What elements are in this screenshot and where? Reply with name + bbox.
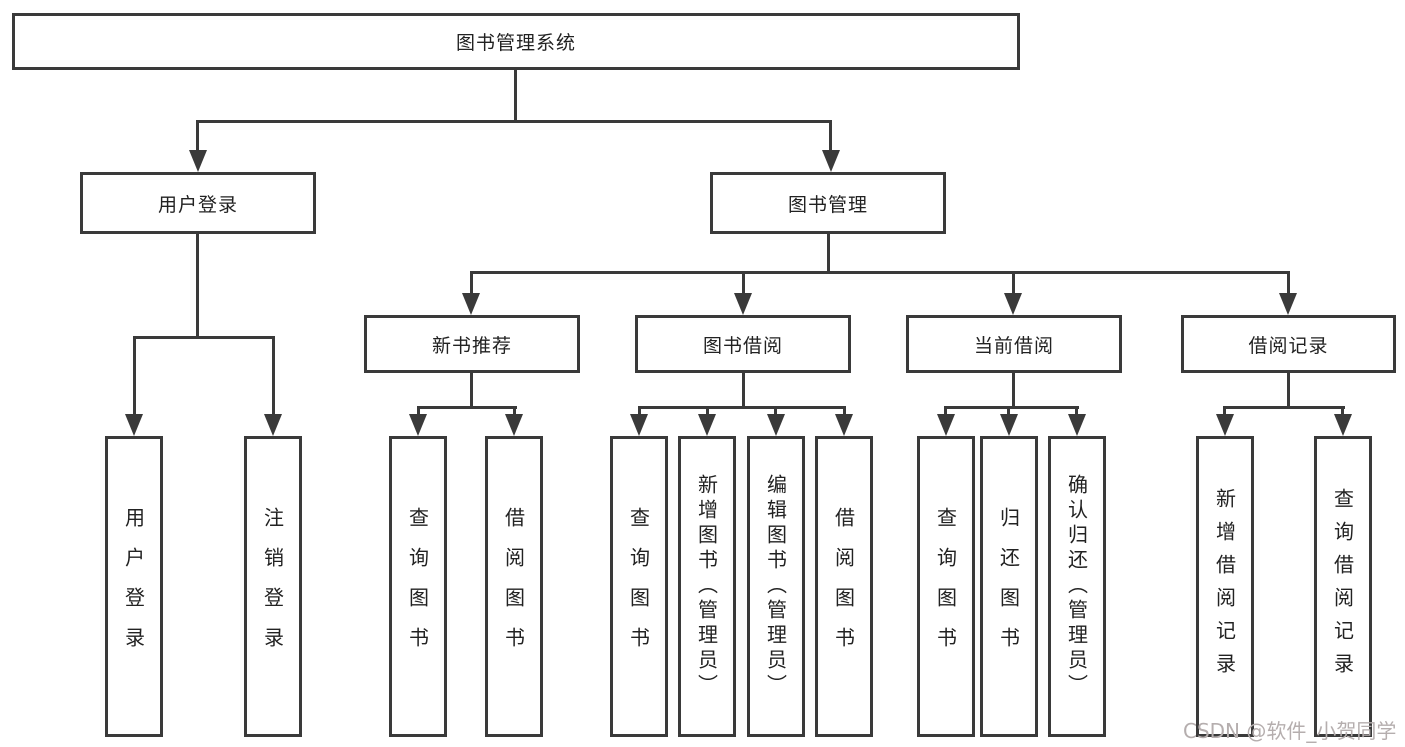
- connector-line: [742, 373, 745, 408]
- watermark: CSDN @软件_小贺同学: [1183, 719, 1397, 743]
- connector-line: [470, 271, 1290, 274]
- node-label: 用户登录: [157, 193, 238, 216]
- node-book-management: 图书管理: [710, 172, 946, 234]
- leaf-logout: 注销登录: [244, 436, 302, 737]
- leaf-query-books-3: 查询图书: [917, 436, 975, 737]
- connector-line: [827, 234, 830, 274]
- node-label: 编辑图书（管理员）: [763, 474, 788, 699]
- node-label: 注销登录: [260, 506, 285, 667]
- leaf-borrow-books-1: 借阅图书: [485, 436, 543, 737]
- connector-line: [1287, 271, 1290, 295]
- connector-line: [417, 406, 517, 409]
- connector-line: [417, 406, 420, 416]
- leaf-add-borrow-record: 新增借阅记录: [1196, 436, 1254, 737]
- connector-line: [774, 406, 777, 416]
- node-new-book-recommendation: 新书推荐: [364, 315, 580, 373]
- node-borrowing-records: 借阅记录: [1181, 315, 1396, 373]
- connector-line: [196, 234, 199, 339]
- arrowhead-down-icon: [767, 414, 785, 436]
- leaf-query-borrow-record: 查询借阅记录: [1314, 436, 1372, 737]
- connector-line: [470, 271, 473, 295]
- arrowhead-down-icon: [1004, 293, 1022, 315]
- node-label: 查询借阅记录: [1330, 487, 1355, 686]
- arrowhead-down-icon: [937, 414, 955, 436]
- connector-line: [1007, 406, 1010, 416]
- arrowhead-down-icon: [1334, 414, 1352, 436]
- arrowhead-down-icon: [505, 414, 523, 436]
- connector-line: [944, 406, 1079, 409]
- arrowhead-down-icon: [189, 150, 207, 172]
- arrowhead-down-icon: [630, 414, 648, 436]
- arrowhead-down-icon: [125, 414, 143, 436]
- connector-line: [1341, 406, 1344, 416]
- node-label: 确认归还（管理员）: [1064, 474, 1089, 699]
- leaf-query-books-1: 查询图书: [389, 436, 447, 737]
- arrowhead-down-icon: [1068, 414, 1086, 436]
- connector-line: [638, 406, 641, 416]
- connector-line: [1223, 406, 1345, 409]
- connector-line: [742, 271, 745, 295]
- arrowhead-down-icon: [822, 150, 840, 172]
- leaf-borrow-books-2: 借阅图书: [815, 436, 873, 737]
- node-label: 借阅图书: [831, 506, 856, 667]
- connector-line: [133, 336, 275, 339]
- connector-line: [944, 406, 947, 416]
- connector-line: [133, 336, 136, 416]
- leaf-return-books: 归还图书: [980, 436, 1038, 737]
- leaf-confirm-return-admin: 确认归还（管理员）: [1048, 436, 1106, 737]
- node-label: 查询图书: [626, 506, 651, 667]
- node-label: 归还图书: [996, 506, 1021, 667]
- connector-line: [470, 373, 473, 408]
- connector-line: [843, 406, 846, 416]
- node-current-borrowing: 当前借阅: [906, 315, 1122, 373]
- node-label: 借阅图书: [501, 506, 526, 667]
- node-book-borrowing: 图书借阅: [635, 315, 851, 373]
- arrowhead-down-icon: [835, 414, 853, 436]
- node-label: 借阅记录: [1248, 334, 1329, 357]
- node-label: 用户登录: [121, 506, 146, 667]
- leaf-edit-books-admin: 编辑图书（管理员）: [747, 436, 805, 737]
- arrowhead-down-icon: [264, 414, 282, 436]
- connector-line: [1012, 271, 1015, 295]
- arrowhead-down-icon: [1000, 414, 1018, 436]
- connector-line: [514, 70, 517, 120]
- connector-line: [1223, 406, 1226, 416]
- connector-line: [706, 406, 709, 416]
- node-label: 新增图书（管理员）: [694, 474, 719, 699]
- arrowhead-down-icon: [462, 293, 480, 315]
- arrowhead-down-icon: [1279, 293, 1297, 315]
- arrowhead-down-icon: [1216, 414, 1234, 436]
- node-label: 新增借阅记录: [1212, 487, 1237, 686]
- connector-line: [196, 120, 199, 152]
- node-label: 新书推荐: [431, 334, 512, 357]
- node-label: 查询图书: [405, 506, 430, 667]
- node-label: 当前借阅: [973, 334, 1054, 357]
- node-label: 图书管理系统: [455, 32, 576, 54]
- arrowhead-down-icon: [698, 414, 716, 436]
- connector-line: [638, 406, 846, 409]
- connector-line: [196, 120, 832, 123]
- connector-line: [272, 336, 275, 416]
- arrowhead-down-icon: [409, 414, 427, 436]
- leaf-user-login: 用户登录: [105, 436, 163, 737]
- node-user-login: 用户登录: [80, 172, 316, 234]
- node-root-book-management-system: 图书管理系统: [12, 13, 1020, 70]
- connector-line: [829, 120, 832, 152]
- node-label: 查询图书: [933, 506, 958, 667]
- connector-line: [1012, 373, 1015, 408]
- leaf-add-books-admin: 新增图书（管理员）: [678, 436, 736, 737]
- node-label: 图书借阅: [702, 334, 783, 357]
- node-label: 图书管理: [787, 193, 868, 216]
- connector-line: [513, 406, 516, 416]
- connector-line: [1287, 373, 1290, 408]
- leaf-query-books-2: 查询图书: [610, 436, 668, 737]
- connector-line: [1075, 406, 1078, 416]
- arrowhead-down-icon: [734, 293, 752, 315]
